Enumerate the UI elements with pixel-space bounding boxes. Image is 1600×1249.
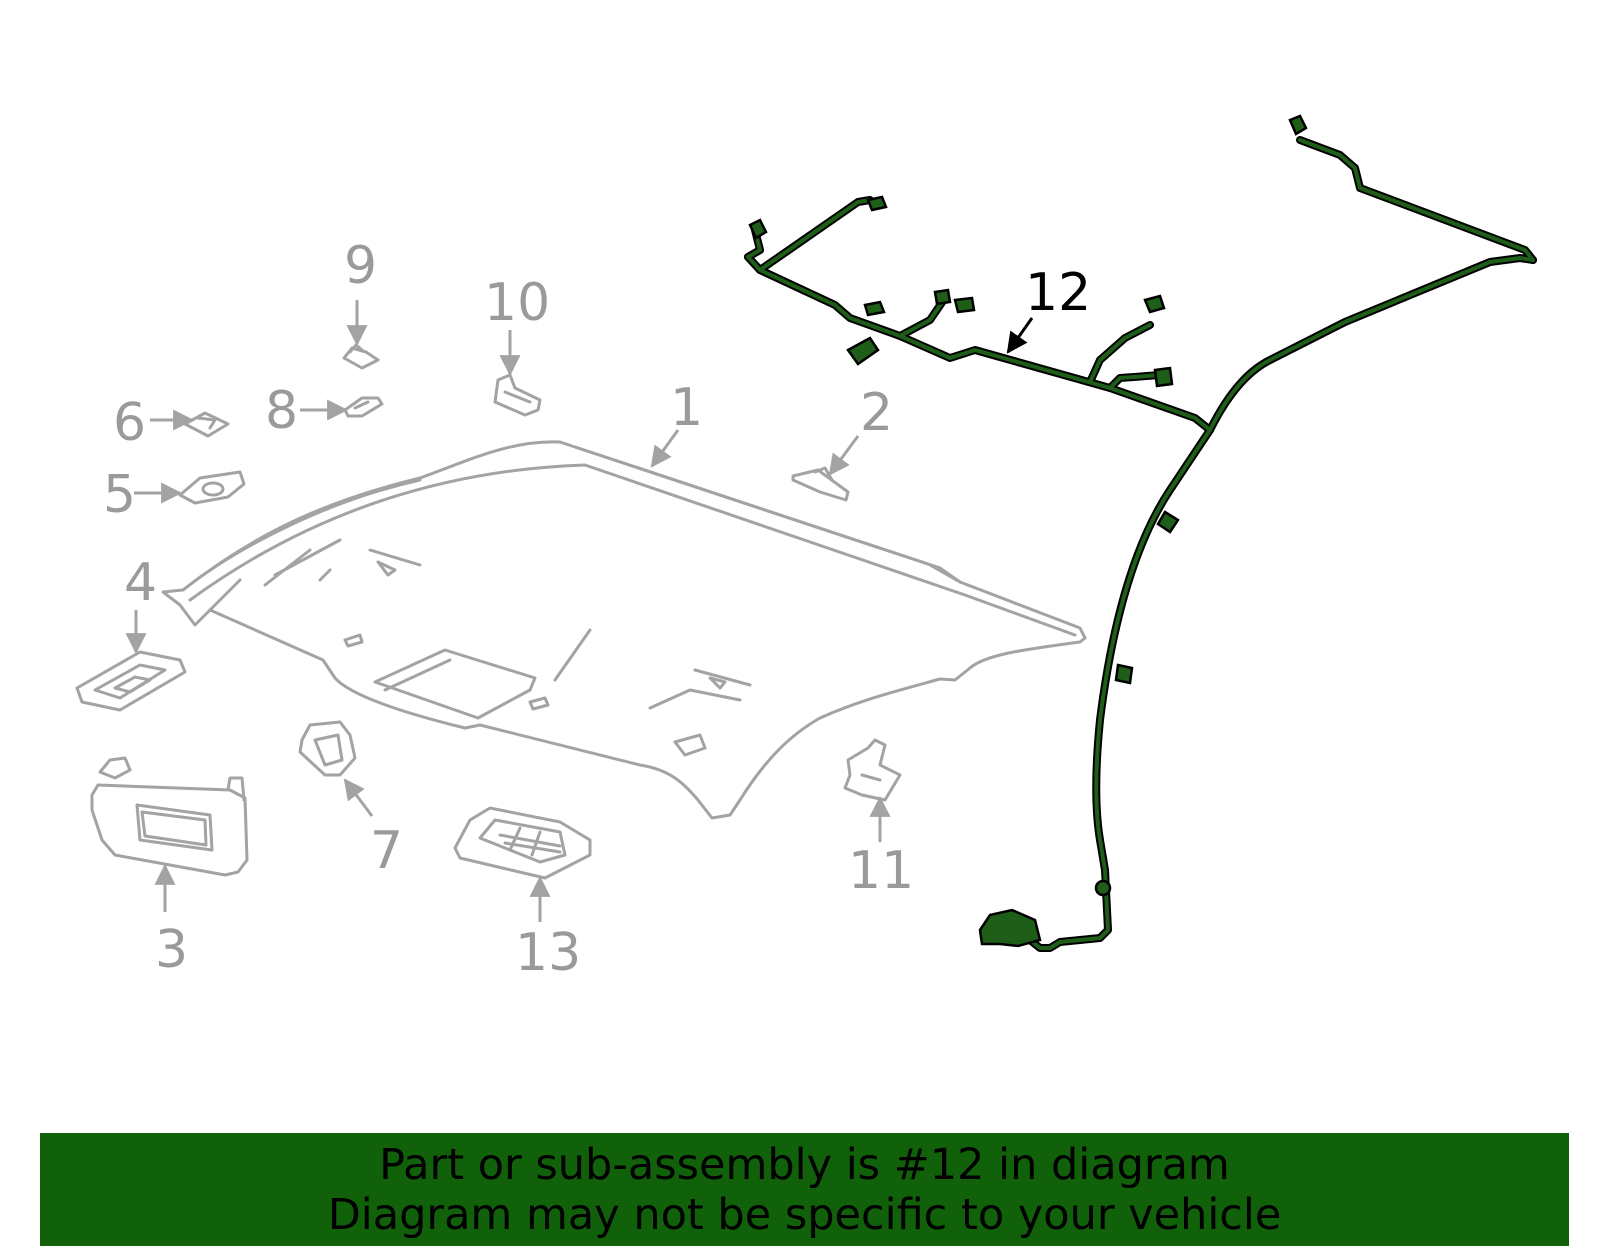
part-8-clip[interactable] (343, 396, 384, 418)
part-13-dome-lamp[interactable] (453, 806, 592, 880)
callout-10: 10 (484, 273, 550, 333)
banner-line-part: Part or sub-assembly is #12 in diagram (379, 1139, 1230, 1190)
banner-line-disclaimer: Diagram may not be specific to your vehi… (327, 1189, 1282, 1240)
part-6-clip[interactable] (183, 411, 230, 438)
part-2-clip[interactable] (791, 466, 850, 502)
callout-4: 4 (124, 553, 157, 613)
callout-2: 2 (860, 383, 893, 443)
callout-12: 12 (1025, 263, 1091, 323)
part-1-headliner[interactable] (161, 440, 1087, 820)
part-5-grommet[interactable] (178, 470, 246, 505)
part-12-wiring-harness[interactable] (744, 114, 1537, 952)
callout-13: 13 (515, 923, 581, 983)
callout-7: 7 (370, 821, 403, 881)
callout-9: 9 (344, 236, 377, 296)
part-10-bracket[interactable] (493, 373, 542, 417)
part-4-lamp-bezel[interactable] (75, 650, 187, 712)
callout-6: 6 (113, 393, 146, 453)
part-3-sun-visor[interactable] (90, 756, 249, 877)
callout-11: 11 (848, 841, 914, 901)
callout-1: 1 (670, 378, 703, 438)
callout-3: 3 (155, 920, 188, 980)
part-11-bracket[interactable] (843, 738, 902, 802)
part-7-bracket[interactable] (298, 720, 357, 777)
callout-5: 5 (103, 465, 136, 525)
leader-lines (125, 300, 1034, 922)
info-banner: Part or sub-assembly is #12 in diagram D… (40, 1133, 1569, 1246)
callout-8: 8 (265, 381, 298, 441)
part-9-clip[interactable] (342, 343, 380, 370)
